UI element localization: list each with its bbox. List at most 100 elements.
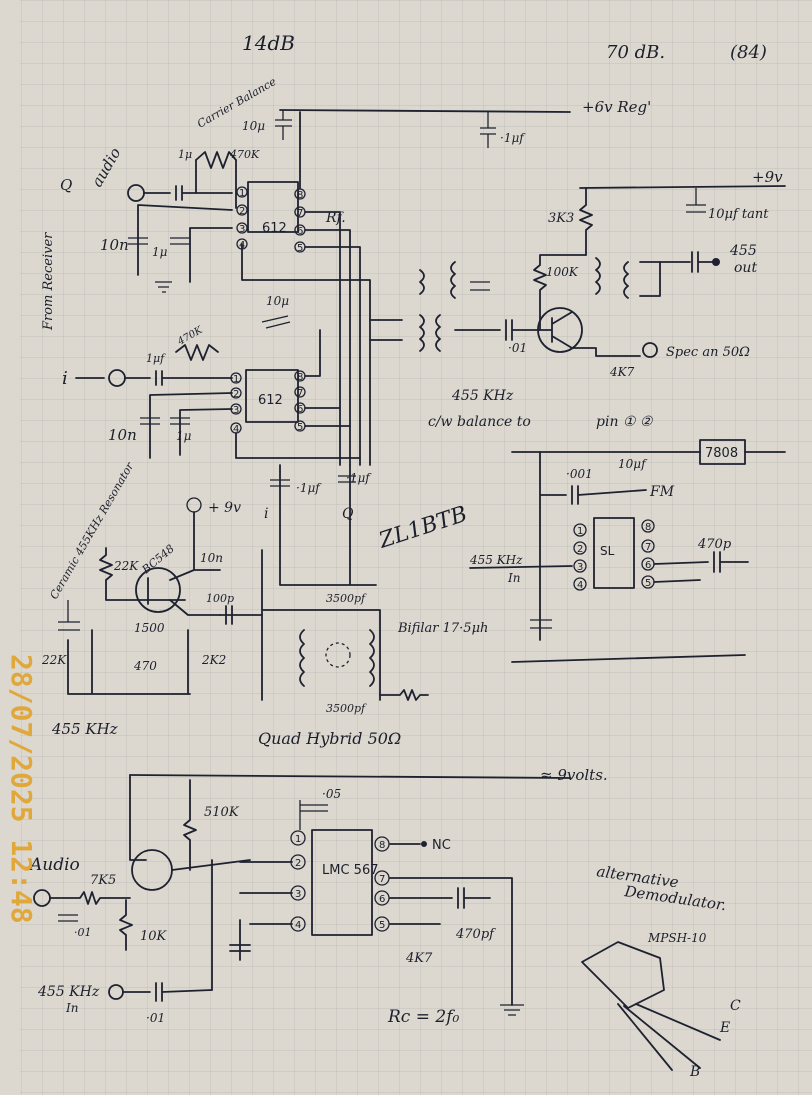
pin-label: 3 — [239, 224, 245, 235]
demod-in-label: In — [65, 1001, 78, 1015]
demod-wiring — [129, 774, 251, 871]
osc-wiring — [147, 511, 221, 616]
cap-bottom-10u-label: 10μ — [266, 294, 289, 308]
if-freq-label: 455 KHz — [451, 388, 514, 404]
regulator-label: 7808 — [705, 446, 738, 461]
balance-note-label: c/w balance to — [428, 414, 531, 430]
ground-symbol — [155, 281, 172, 293]
from-receiver-label: From Receiver — [41, 232, 56, 331]
osc-supply-label: + 9v — [208, 500, 241, 516]
pin-label: 8 — [645, 522, 651, 533]
hybrid-i-label: i — [264, 506, 268, 522]
fm-wires — [539, 451, 647, 641]
pin-label: 6 — [379, 894, 385, 905]
q-input-label: Q — [60, 176, 72, 194]
cap-top-10n-label: 10n — [100, 236, 129, 254]
mixer-top-bypass-caps — [128, 237, 190, 245]
cap-osc-100p-label: 100p — [206, 592, 234, 605]
mixer-top-chip-label: 612 — [262, 221, 287, 236]
cap-tant — [686, 188, 706, 213]
balance-pot — [195, 151, 237, 169]
rail-decoupling-cap — [480, 112, 496, 148]
spec-label: Spec an 50Ω — [666, 345, 750, 360]
cap-top-10u-label: 10μ — [242, 119, 265, 133]
pin-label: 3 — [577, 562, 583, 573]
i-input-wire — [124, 370, 233, 386]
bifilar-label: Bifilar 17·5μh — [397, 621, 488, 636]
bifilar-coil-right — [369, 629, 375, 687]
pin-label: 4 — [233, 424, 239, 435]
osc-ground-rail — [67, 629, 191, 695]
cap-05 — [299, 800, 328, 830]
hybrid-termination — [379, 689, 429, 701]
osc-output-cap — [219, 605, 263, 625]
pot-leads — [195, 159, 237, 209]
gain-right-label: 70 dB. — [606, 42, 665, 63]
lmc567-label: LMC 567 — [322, 863, 378, 878]
balance-pot-bottom — [175, 344, 219, 361]
cap-tant-label: 10μf tant — [708, 207, 769, 222]
if-tuning-cap — [470, 281, 490, 291]
fm-ground-rail — [511, 654, 746, 663]
demod-audio-label: Audio — [28, 855, 80, 875]
cap-osc-10n-label: 10n — [200, 551, 223, 565]
pin-label: 7 — [379, 874, 385, 885]
balance-pin-label: pin ① ② — [596, 414, 654, 430]
r-7k5-label: 7K5 — [90, 873, 116, 888]
pin-label: 4 — [577, 580, 583, 591]
pin-label: 5 — [297, 243, 303, 254]
cap-470pf-label: 470pf — [455, 927, 496, 942]
mixer-bottom-bias-wires — [149, 392, 361, 459]
lmc567-input-wiring — [211, 859, 293, 991]
cap-top-10u — [275, 110, 292, 140]
out-label: out — [734, 260, 757, 276]
rail-6v — [279, 109, 571, 113]
mixer-top-bias-wires — [137, 204, 371, 466]
nc-label: NC — [432, 838, 451, 853]
cap-470-label: 470 — [133, 659, 157, 673]
if-tuned-coils — [419, 261, 456, 299]
hybrid-cap-i-label: ·1μf — [296, 481, 322, 495]
osc-freq-label: 455 KHz — [51, 720, 118, 738]
rail-9v — [579, 185, 786, 189]
rail-cap-label: ·1μf — [500, 131, 526, 145]
pin-label: 7 — [645, 542, 651, 553]
pin-label: 4 — [295, 920, 301, 931]
cap-bottom-10u — [261, 315, 291, 329]
pin-label: 1 — [239, 188, 245, 199]
fm-bypass-cap — [530, 619, 552, 629]
cap-470p-label: 470p — [697, 537, 732, 552]
pin-label: 8 — [297, 372, 303, 383]
cap-top-1u-b-label: 1μ — [152, 245, 168, 259]
spec-jack — [642, 342, 658, 358]
pin-label: 7 — [297, 388, 303, 399]
fm-chip-label: SL — [600, 544, 615, 558]
cap-bottom-1u-b-label: 1μ — [176, 429, 192, 443]
hybrid-q-label: Q — [342, 506, 354, 522]
mixer-bottom-bypass-caps — [140, 417, 190, 425]
r-22k-b-label: 22K — [41, 653, 67, 667]
pin-label: 5 — [297, 422, 303, 433]
lmc567-chip — [311, 829, 373, 936]
fm-chip — [593, 517, 635, 589]
fm-signal-wires — [469, 551, 749, 583]
if-transformer-secondary — [435, 314, 441, 352]
r-510k-label: 510K — [204, 805, 240, 820]
mixer-bottom-output-wires — [304, 329, 351, 427]
output-terminal — [712, 258, 720, 266]
pin-label: 1 — [295, 834, 301, 845]
r-10k-label: 10K — [140, 929, 168, 944]
r-3k3 — [579, 187, 593, 256]
r-3k3-label: 3K3 — [548, 211, 574, 226]
grid-paper — [20, 0, 812, 1095]
hybrid-cap-bottom-label: 3500pf — [326, 702, 367, 715]
demod-supply-label: ≈ 9volts. — [540, 766, 608, 784]
pin-label: 7 — [297, 208, 303, 219]
regulator-7808 — [699, 439, 746, 465]
pin-label: 6 — [297, 404, 303, 415]
q-input-wire — [143, 185, 233, 201]
formula-label: Rc = 2f₀ — [387, 1007, 459, 1027]
demod-rail — [129, 774, 571, 779]
cap-01b-label: ·01 — [146, 1011, 165, 1025]
pin-label: 1 — [577, 526, 583, 537]
